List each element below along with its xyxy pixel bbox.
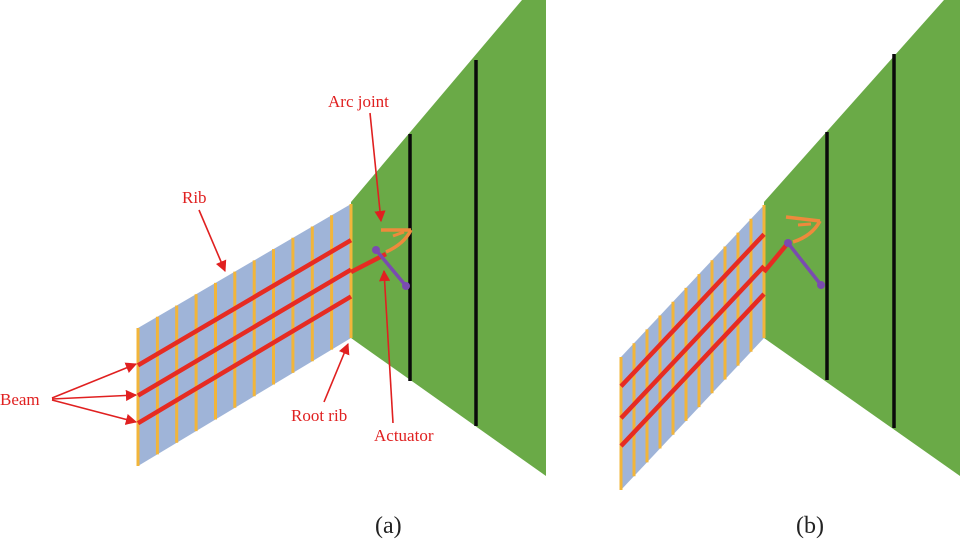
morphing-panel-b xyxy=(619,205,766,490)
actuator-a-rod xyxy=(374,248,408,288)
arrow-actuator xyxy=(379,269,394,424)
arrow-beam-2 xyxy=(51,389,138,402)
beams-a xyxy=(136,238,353,426)
label-actuator: Actuator xyxy=(374,426,434,445)
actuator-b xyxy=(784,239,825,289)
beams-b xyxy=(619,232,766,448)
arc-joint-b xyxy=(785,215,822,244)
actuator-a xyxy=(372,246,410,290)
arc-joint-a-inner xyxy=(392,230,405,238)
beam-line xyxy=(619,264,766,420)
wing-body-b xyxy=(764,0,960,476)
beam-line xyxy=(136,267,353,398)
ribs-b xyxy=(619,205,766,490)
arc-joint-a-curve xyxy=(385,229,413,254)
beam-extension-b xyxy=(762,241,790,274)
beam-line xyxy=(136,294,353,426)
panel-a: Rib Arc joint Beam Root rib Actuator (a) xyxy=(0,0,546,539)
caption-a: (a) xyxy=(375,513,402,539)
arc-joint-b-inner xyxy=(797,222,812,227)
label-rib: Rib xyxy=(182,188,207,207)
actuator-b-joint-1 xyxy=(784,239,792,247)
actuator-b-rod xyxy=(786,241,823,287)
arrow-rib xyxy=(198,209,227,273)
arc-joint-b-curve xyxy=(792,220,822,244)
arrow-root-rib xyxy=(323,342,350,403)
morphing-panel-a xyxy=(136,204,353,466)
wing-body-a xyxy=(351,0,546,476)
beam-line xyxy=(136,238,353,368)
label-root-rib: Root rib xyxy=(291,406,347,425)
actuator-a-joint-1 xyxy=(372,246,380,254)
actuator-b-joint-2 xyxy=(817,281,825,289)
caption-b: (b) xyxy=(796,513,824,539)
arrow-beam-3 xyxy=(51,399,138,425)
panel-skin-b xyxy=(621,205,764,490)
label-beam: Beam xyxy=(0,390,40,409)
beam-line xyxy=(619,232,766,388)
beam-line xyxy=(619,292,766,448)
arrow-beam-1 xyxy=(51,362,138,399)
arc-joint-a xyxy=(381,228,413,254)
panel-b: (b) xyxy=(619,0,960,539)
arc-joint-b-top xyxy=(785,215,821,223)
arrow-arc-joint xyxy=(369,112,386,223)
actuator-a-joint-2 xyxy=(402,282,410,290)
label-arc-joint: Arc joint xyxy=(328,92,389,111)
